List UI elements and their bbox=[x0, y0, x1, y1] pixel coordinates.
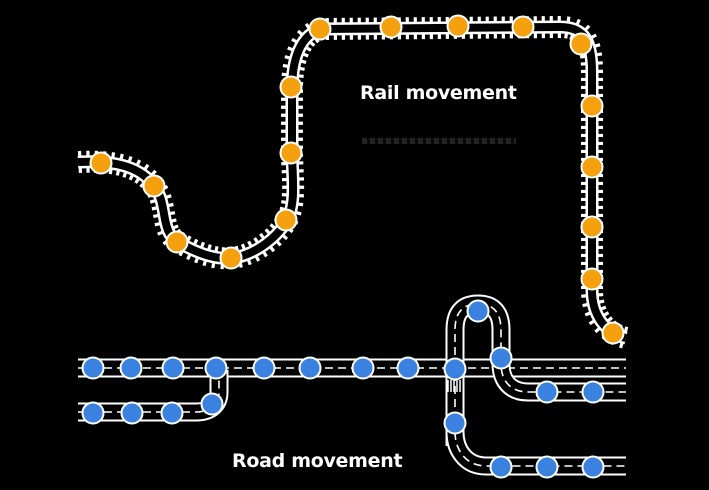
road-stop-dot bbox=[83, 403, 104, 424]
road-stop-dot bbox=[491, 348, 512, 369]
rail-label-reflection bbox=[362, 138, 516, 144]
rail-movement-label: Rail movement bbox=[360, 82, 517, 104]
rail-stop-dot bbox=[582, 217, 603, 238]
road-stop-dot bbox=[122, 403, 143, 424]
rail-stop-dot bbox=[582, 269, 603, 290]
rail-stop-dot bbox=[144, 176, 165, 197]
rail-stop-dot bbox=[221, 248, 242, 269]
road-stop-dot bbox=[468, 301, 489, 322]
rail-stops bbox=[91, 16, 624, 344]
road-stop-dot bbox=[353, 358, 374, 379]
rail-stop-dot bbox=[381, 17, 402, 38]
road-stop-dot bbox=[537, 457, 558, 478]
road-stop-dot bbox=[121, 358, 142, 379]
road-stop-dot bbox=[206, 358, 227, 379]
road-stop-dot bbox=[398, 358, 419, 379]
rail-stop-dot bbox=[310, 19, 331, 40]
rail-stop-dot bbox=[603, 323, 624, 344]
road-stop-dot bbox=[445, 359, 466, 380]
road-stop-dot bbox=[162, 403, 183, 424]
road-stop-dot bbox=[537, 382, 558, 403]
rail-stop-dot bbox=[513, 17, 534, 38]
road-movement-label: Road movement bbox=[232, 450, 402, 472]
rail-stop-dot bbox=[281, 143, 302, 164]
rail-stop-dot bbox=[582, 157, 603, 178]
road-stop-dot bbox=[491, 457, 512, 478]
road-stop-dot bbox=[163, 358, 184, 379]
road-stop-dot bbox=[583, 382, 604, 403]
rail-stop-dot bbox=[448, 16, 469, 37]
rail-stop-dot bbox=[582, 96, 603, 117]
rail-stop-dot bbox=[167, 232, 188, 253]
road-stop-dot bbox=[83, 358, 104, 379]
road-stop-dot bbox=[583, 457, 604, 478]
road-stop-dot bbox=[254, 358, 275, 379]
road-stop-dot bbox=[445, 413, 466, 434]
road-stop-dot bbox=[202, 394, 223, 415]
rail-stop-dot bbox=[281, 77, 302, 98]
road-stop-dot bbox=[300, 358, 321, 379]
rail-stop-dot bbox=[276, 210, 297, 231]
rail-stop-dot bbox=[91, 153, 112, 174]
rail-stop-dot bbox=[571, 34, 592, 55]
